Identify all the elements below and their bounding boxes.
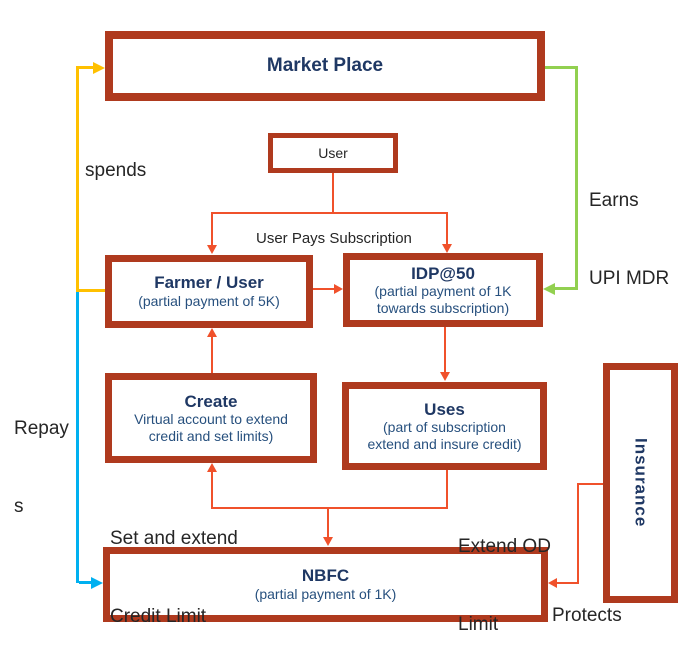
subtitle-line: (part of subscription	[383, 419, 506, 436]
label-line: Repay	[14, 418, 69, 439]
line-segment	[76, 292, 79, 583]
line-segment	[211, 337, 213, 373]
label-line: Credit Limit	[110, 606, 207, 627]
arrowhead-right	[93, 62, 105, 74]
box-subtitle: Virtual account to extend credit and set…	[134, 411, 288, 444]
box-subtitle: (partial payment of 1K towards subscript…	[375, 283, 512, 316]
subtitle-line: towards subscription)	[376, 299, 510, 316]
farmer-user-box: Farmer / User (partial payment of 5K)	[105, 255, 313, 328]
label-line: Limit	[458, 614, 499, 635]
line-segment	[211, 507, 448, 509]
label-line: Extend OD	[458, 536, 551, 557]
arrowhead-left	[543, 283, 555, 295]
market-place-box: Market Place	[105, 31, 545, 101]
label-line: Set and extend	[110, 528, 238, 549]
line-segment	[79, 581, 91, 584]
user-box: User	[268, 133, 398, 173]
idp50-box: IDP@50 (partial payment of 1K towards su…	[343, 253, 543, 327]
arrowhead-down	[440, 372, 450, 381]
subtitle-line: credit and set limits)	[148, 427, 274, 444]
box-title: Insurance	[631, 438, 651, 528]
line-segment	[211, 212, 448, 214]
create-box: Create Virtual account to extend credit …	[105, 373, 317, 463]
line-segment	[332, 173, 334, 214]
arrowhead-up	[207, 463, 217, 472]
protects-label: Protects	[552, 605, 622, 626]
subtitle-line: extend and insure credit)	[367, 435, 522, 452]
box-title: Uses	[424, 399, 465, 419]
line-segment	[211, 214, 213, 246]
line-segment	[444, 327, 446, 372]
subtitle-line: (partial payment of 1K	[374, 283, 512, 300]
line-segment	[76, 66, 79, 292]
line-segment	[79, 66, 93, 69]
arrowhead-left	[548, 578, 557, 588]
repays-label: Repay s	[14, 364, 69, 572]
line-segment	[555, 287, 578, 290]
arrowhead-down	[323, 537, 333, 546]
box-subtitle: (partial payment of 1K)	[254, 586, 397, 603]
arrowhead-right	[91, 577, 103, 589]
uses-box: Uses (part of subscription extend and in…	[342, 382, 547, 470]
user-pays-subscription-label: User Pays Subscription	[256, 230, 412, 247]
label-line: UPI MDR	[589, 268, 670, 289]
extend-od-limit-label: Extend OD Limit	[458, 482, 551, 656]
box-subtitle: (part of subscription extend and insure …	[367, 419, 521, 452]
earns-upi-mdr-label: Earns UPI MDR	[589, 136, 669, 344]
line-segment	[211, 472, 213, 507]
box-title: IDP@50	[411, 263, 475, 283]
line-segment	[446, 470, 448, 509]
set-extend-credit-limit-label: Set and extend Credit Limit	[110, 474, 238, 656]
box-title: Farmer / User	[154, 273, 264, 293]
arrowhead-down	[442, 244, 452, 253]
label-line: Earns	[589, 190, 639, 211]
line-segment	[76, 289, 105, 292]
line-segment	[313, 288, 334, 290]
line-segment	[545, 66, 578, 69]
line-segment	[327, 509, 329, 537]
line-segment	[577, 483, 579, 584]
line-segment	[557, 582, 577, 584]
box-title: Create	[184, 391, 238, 411]
subtitle-line: Virtual account to extend	[134, 411, 288, 428]
line-segment	[575, 66, 578, 290]
insurance-box: Insurance	[603, 363, 678, 603]
arrowhead-down	[207, 245, 217, 254]
spends-label: spends	[85, 160, 147, 181]
arrowhead-up	[207, 328, 217, 337]
arrowhead-right	[334, 284, 343, 294]
box-title: NBFC	[301, 566, 350, 586]
line-segment	[446, 214, 448, 244]
box-subtitle: (partial payment of 5K)	[138, 293, 280, 310]
box-title: Market Place	[266, 55, 384, 77]
line-segment	[577, 483, 603, 485]
box-title: User	[318, 144, 348, 161]
nbfc-box: NBFC (partial payment of 1K)	[103, 547, 548, 622]
label-line: s	[14, 496, 24, 517]
